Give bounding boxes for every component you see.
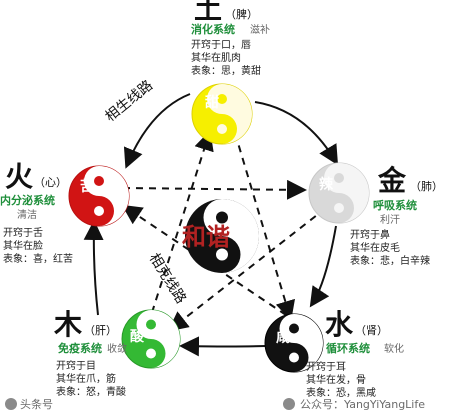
fire-effect: 清洁 <box>17 208 37 221</box>
metal-system: 呼吸系统 <box>373 198 417 212</box>
generating-arrow-wood-fire <box>83 220 104 316</box>
fire-node: 苦 <box>68 165 130 227</box>
water-line-2: 其华在发，骨 <box>306 373 366 386</box>
fire-system: 内分泌系统 <box>0 193 55 207</box>
wood-node: 酸 <box>121 309 181 369</box>
earth-line-3: 表象：思，黄甜 <box>191 64 261 77</box>
metal-taste: 辣 <box>319 176 334 193</box>
right-watermark: 公众号：YangYiYangLife <box>283 398 425 411</box>
water-node: 咸 <box>264 313 324 373</box>
water-organ: （肾） <box>355 324 388 337</box>
water-yin-yang-icon <box>264 313 324 373</box>
fire-line-3: 表象：喜，红苦 <box>3 252 73 265</box>
left-watermark: 头条号 <box>5 397 53 411</box>
wood-organ: （肝） <box>84 324 117 337</box>
fire-organ: （心） <box>34 176 67 189</box>
earth-name: 土 <box>194 0 222 25</box>
wood-effect: 收敛 <box>107 342 127 355</box>
wood-line-1: 开窍于目 <box>56 359 96 372</box>
metal-line-3: 表象：悲，白辛辣 <box>350 254 430 267</box>
restraining-arrow-metal-wood <box>167 207 327 332</box>
wood-taste: 酸 <box>130 328 145 345</box>
restraining-arrow-fire-metal <box>122 179 307 200</box>
generating-route-label: 相生线路 <box>102 77 156 125</box>
earth-system: 消化系统 <box>191 22 235 36</box>
wood-yin-yang-icon <box>121 309 181 369</box>
center-yin-yang-icon <box>185 199 259 273</box>
water-system: 循环系统 <box>326 341 370 355</box>
earth-effect: 滋补 <box>250 23 270 36</box>
earth-taste: 甜 <box>205 94 219 111</box>
watermark-right-icon <box>283 398 295 410</box>
fire-line-2: 其华在脸 <box>3 239 43 252</box>
water-taste: 咸 <box>276 329 290 346</box>
watermark-left-icon <box>5 398 17 410</box>
fire-line-1: 开窍于舌 <box>3 226 43 239</box>
fire-name: 火 <box>5 160 33 193</box>
metal-yin-yang-icon <box>308 162 370 224</box>
earth-line-2: 其华在肌肉 <box>191 51 241 64</box>
generating-arrow-fire-earth <box>123 93 191 169</box>
earth-line-1: 开窍于口，唇 <box>191 38 251 51</box>
watermark-right-text: 公众号：YangYiYangLife <box>300 398 425 411</box>
wood-system: 免疫系统 <box>58 341 102 355</box>
generating-arrow-metal-water <box>309 225 337 308</box>
watermark-left-text: 头条号 <box>20 397 53 411</box>
center-label: 和谐 <box>182 222 230 251</box>
generating-arrow-earth-metal <box>254 101 339 166</box>
wood-line-2: 其华在爪，筋 <box>56 372 116 385</box>
water-effect: 软化 <box>384 342 404 355</box>
restraining-arrow-earth-water <box>234 132 295 321</box>
water-line-1: 开窍于耳 <box>306 360 346 373</box>
metal-node: 辣 <box>308 162 370 224</box>
metal-name: 金 <box>377 164 407 197</box>
earth-node: 甜 <box>191 83 253 145</box>
water-name: 水 <box>325 308 354 341</box>
wood-name: 木 <box>53 308 82 341</box>
metal-effect: 利汗 <box>380 213 400 226</box>
earth-organ: （脾） <box>225 7 258 21</box>
earth-yin-yang-icon <box>191 83 253 145</box>
metal-organ: （肺） <box>410 180 443 193</box>
fire-taste: 苦 <box>80 178 94 195</box>
generating-arrow-water-wood <box>179 336 267 357</box>
wood-line-3: 表象：怒，青酸 <box>56 385 126 398</box>
metal-line-2: 其华在皮毛 <box>350 241 400 254</box>
restraining-route-label: 相克线路 <box>146 251 189 307</box>
metal-line-1: 开窍于鼻 <box>350 228 390 241</box>
water-line-3: 表象：恐，黑咸 <box>306 386 376 399</box>
fire-yin-yang-icon <box>68 165 130 227</box>
